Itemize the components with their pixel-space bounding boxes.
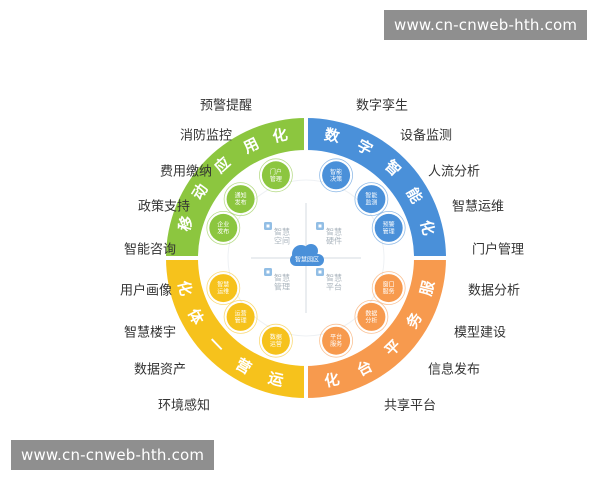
outer-label-left: 预警提醒	[200, 98, 252, 114]
ring-segment-yellow	[166, 258, 306, 398]
segment-title-char: 数	[323, 125, 342, 146]
segment-title-char: 化	[323, 370, 341, 391]
outer-label-right: 数据分析	[468, 284, 520, 299]
quadrant-label: 智慧平台	[326, 272, 342, 291]
quadrant-label: 智慧管理	[274, 272, 290, 291]
segment-title-char: 化	[174, 279, 195, 298]
inner-node-label: 智能决策	[330, 167, 342, 182]
outer-label-left: 数据资产	[134, 363, 186, 378]
segment-title-char: 运	[266, 369, 285, 390]
inner-node-label: 通知发布	[235, 191, 247, 206]
outer-label-left: 费用缴纳	[160, 165, 212, 180]
inner-node-halo	[319, 323, 353, 358]
inner-node-label: 数据分析	[365, 309, 377, 324]
inner-node-green	[261, 161, 290, 190]
watermark-bottom: www.cn-cnweb-hth.com	[11, 440, 215, 470]
outer-label-right: 人流分析	[428, 165, 480, 180]
inner-node-label: 数据运营	[270, 333, 282, 348]
inner-node-halo	[259, 323, 293, 358]
outer-label-right: 数字孪生	[356, 98, 408, 114]
inner-node-label: 窗口服务	[383, 280, 395, 295]
ring-segment-green	[166, 118, 306, 258]
segment-title-char: 服	[417, 278, 438, 298]
inner-node-yellow	[226, 302, 255, 331]
inner-node-halo	[223, 299, 258, 334]
inner-node-green	[209, 213, 238, 242]
inner-node-blue	[374, 213, 403, 242]
outer-label-right: 智慧运维	[452, 199, 504, 215]
outer-label-right: 模型建设	[454, 326, 506, 341]
inner-node-label: 平台服务	[330, 333, 342, 348]
segment-title-char: 用	[241, 134, 262, 157]
segment-title-char: 移	[175, 214, 196, 233]
platform-icon	[316, 268, 324, 276]
inner-node-label: 智能监测	[365, 191, 377, 206]
outer-label-right: 共享平台	[384, 398, 436, 414]
inner-node-blue	[357, 185, 386, 214]
inner-node-label: 运营管理	[235, 309, 247, 324]
ring-segment-blue	[306, 118, 446, 258]
outer-label-left: 智能咨询	[124, 243, 176, 258]
outer-label-left: 智慧楼宇	[124, 325, 176, 341]
segment-title-char: 字	[354, 136, 376, 159]
inner-node-orange	[374, 274, 403, 303]
management-icon	[264, 268, 272, 276]
center-cloud-badge	[290, 244, 324, 266]
outer-label-left: 消防监控	[180, 128, 232, 144]
inner-node-green	[226, 185, 255, 214]
hardware-icon	[316, 222, 324, 230]
inner-node-halo	[319, 158, 353, 193]
quadrant-label: 智慧硬件	[326, 226, 342, 245]
outer-label-right: 信息发布	[428, 362, 480, 378]
inner-node-halo	[259, 158, 293, 193]
building-icon	[264, 222, 272, 230]
segment-title-char: 化	[417, 218, 438, 237]
segment-title-char: 化	[271, 125, 289, 146]
inner-node-halo	[206, 271, 241, 305]
inner-node-label: 智慧运维	[217, 280, 229, 295]
inner-guide-ring	[227, 179, 385, 337]
inner-node-label: 预警管理	[383, 220, 395, 235]
inner-node-yellow	[261, 326, 290, 355]
inner-node-halo	[206, 211, 241, 245]
inner-node-halo	[354, 299, 389, 334]
outer-label-left: 环境感知	[158, 398, 210, 414]
inner-node-orange	[322, 326, 351, 355]
segment-title-char: 台	[354, 357, 376, 380]
inner-node-halo	[371, 271, 406, 305]
inner-node-label: 门户管理	[270, 167, 282, 182]
quadrant-label: 智慧空间	[274, 226, 290, 245]
ring-segment-orange	[306, 258, 446, 398]
outer-label-left: 用户画像	[120, 283, 172, 299]
outer-label-right: 设备监测	[400, 128, 452, 144]
outer-label-left: 政策支持	[138, 199, 190, 215]
inner-node-blue	[322, 161, 351, 190]
inner-node-halo	[223, 182, 258, 217]
inner-node-orange	[357, 302, 386, 331]
inner-node-halo	[371, 211, 406, 245]
inner-node-label: 企业发布	[217, 220, 229, 235]
inner-node-yellow	[209, 274, 238, 303]
outer-label-right: 门户管理	[472, 242, 524, 258]
inner-node-halo	[354, 182, 389, 217]
watermark-top: www.cn-cnweb-hth.com	[384, 10, 588, 40]
center-label: 智慧园区	[295, 256, 319, 264]
